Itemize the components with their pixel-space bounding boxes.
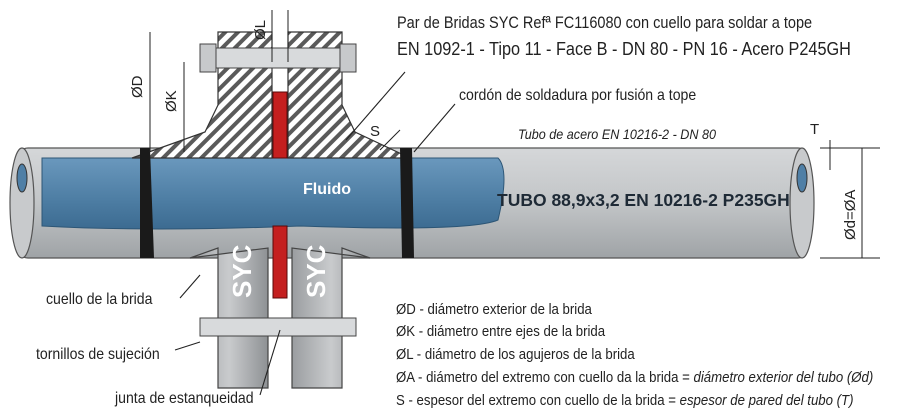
pipe-label: TUBO 88,9x3,2 EN 10216-2 P235GH (497, 190, 790, 210)
fluid-label: Fluido (303, 181, 351, 198)
brand-left: SYC (227, 244, 257, 298)
neck-label: cuello de la brida (46, 291, 153, 308)
flange-standard-spec: EN 1092-1 - Tipo 11 - Face B - DN 80 - P… (397, 38, 851, 59)
legend-item: ØD - diámetro exterior de la brida (396, 301, 592, 318)
flange-lower (189, 247, 371, 389)
weld-beads (140, 148, 414, 258)
dim-S-label: S (370, 123, 380, 140)
legend-item: ØK - diámetro entre ejes de la brida (396, 323, 606, 340)
dim-dA-label: Ød=ØA (842, 190, 859, 240)
fluid-region (41, 157, 505, 230)
leader-lines (174, 71, 456, 396)
bolts-label: tornillos de sujeción (36, 346, 160, 363)
legend-item: S - espesor del extremo con cuello de la… (396, 392, 854, 409)
gasket-upper (272, 91, 288, 159)
weld-label: cordón de soldadura por fusión a tope (459, 87, 697, 104)
dim-D-label: ØD (129, 75, 146, 98)
gasket-lower (272, 225, 288, 299)
tube-spec-note: Tubo de acero EN 10216-2 - DN 80 (518, 126, 716, 142)
dim-K-label: ØK (163, 90, 180, 112)
legend-item: ØL - diámetro de los agujeros de la brid… (396, 346, 635, 363)
gasket-label: junta de estanqueidad (115, 390, 254, 407)
bolt-upper (199, 43, 357, 73)
legend-item: ØA - diámetro del extremo con cuello da … (396, 369, 874, 386)
brand-right: SYC (301, 244, 331, 298)
dimension-lines (149, 10, 880, 259)
dim-L-label: ØL (252, 20, 269, 40)
dim-T-label: T (810, 121, 819, 138)
flange-pair-title: Par de Bridas SYC Refª FC116080 con cuel… (397, 14, 813, 32)
